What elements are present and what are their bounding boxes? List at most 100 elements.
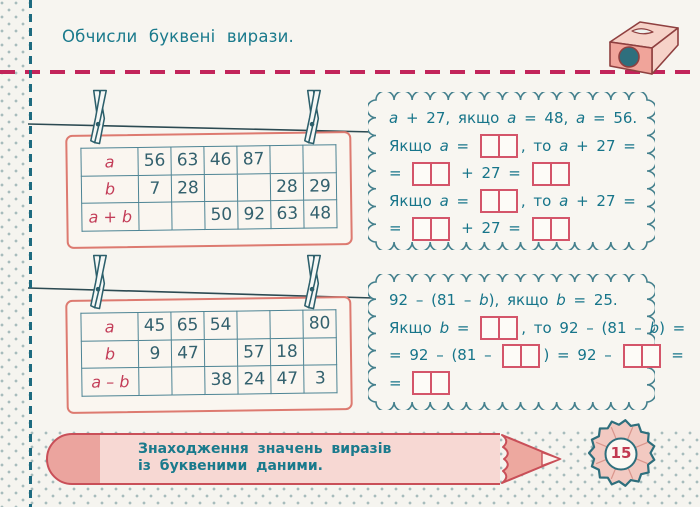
value-cell: 9 bbox=[138, 339, 172, 368]
value-cell: 28 bbox=[270, 172, 304, 201]
answer-box[interactable] bbox=[480, 316, 519, 340]
value-cell: 63 bbox=[170, 146, 205, 175]
row-label: b bbox=[81, 174, 139, 204]
footer-line-1: Знаходження значень виразів bbox=[138, 441, 392, 457]
dashed-vertical-rule bbox=[29, 0, 32, 507]
clothespin-icon bbox=[90, 89, 108, 145]
expression-text: = bbox=[448, 191, 477, 210]
math-variable: b bbox=[439, 318, 450, 337]
expression-text: , то bbox=[520, 191, 560, 210]
empty-fill-cell[interactable] bbox=[269, 310, 304, 339]
exercise-line: 92 – (81 – b), якщо b = 25. bbox=[389, 287, 641, 315]
exercise-line: Якщо a = , то a + 27 = bbox=[389, 133, 641, 161]
pencil-banner: Знаходження значень виразів із буквеними… bbox=[46, 433, 562, 485]
expression-text: Якщо bbox=[389, 191, 440, 210]
empty-fill-cell[interactable] bbox=[138, 202, 173, 230]
math-variable: a bbox=[507, 109, 517, 127]
value-cell: 54 bbox=[203, 311, 238, 340]
value-cell: 46 bbox=[203, 146, 238, 175]
value-cell: 28 bbox=[171, 174, 205, 203]
value-cell: 45 bbox=[137, 312, 172, 340]
answer-box[interactable] bbox=[412, 161, 451, 186]
value-cell: 57 bbox=[237, 338, 271, 367]
expression-text: = 56. bbox=[585, 109, 638, 127]
empty-fill-cell[interactable] bbox=[204, 338, 238, 367]
math-variable: a bbox=[559, 136, 569, 155]
row-label: b bbox=[81, 339, 139, 369]
expression-text: ) = 92 – bbox=[543, 346, 620, 364]
clothespin-icon bbox=[90, 254, 108, 310]
empty-fill-cell[interactable] bbox=[269, 145, 304, 174]
math-variable: b bbox=[479, 291, 489, 309]
pencil-sharpener-icon bbox=[609, 21, 679, 75]
value-cell: 47 bbox=[270, 365, 305, 394]
math-variable: a bbox=[439, 136, 449, 155]
math-variable: b bbox=[649, 318, 660, 337]
math-variable: a bbox=[439, 191, 449, 210]
answer-box[interactable] bbox=[502, 343, 541, 368]
exercise-line: = bbox=[389, 370, 641, 398]
math-variable: a bbox=[559, 191, 569, 210]
empty-fill-cell[interactable] bbox=[302, 144, 337, 173]
scalloped-border bbox=[368, 92, 655, 250]
exercise-line: = 92 – (81 – ) = 92 – = bbox=[389, 342, 684, 370]
dashed-separator-line bbox=[0, 70, 700, 74]
empty-fill-cell[interactable] bbox=[237, 173, 271, 202]
value-cell: 18 bbox=[270, 337, 304, 366]
answer-box[interactable] bbox=[531, 161, 570, 186]
expression-text: Якщо bbox=[389, 318, 440, 337]
answer-box[interactable] bbox=[479, 189, 518, 213]
footer-line-2: із буквеними даними. bbox=[138, 458, 323, 474]
math-variable: a bbox=[389, 109, 399, 127]
answer-box[interactable] bbox=[412, 371, 451, 395]
empty-fill-cell[interactable] bbox=[171, 201, 206, 230]
exercise-line: a + 27, якщо a = 48, a = 56. bbox=[389, 105, 641, 133]
empty-fill-cell[interactable] bbox=[236, 310, 271, 339]
exercise-line: = + 27 = bbox=[389, 160, 641, 188]
dotted-margin-left bbox=[0, 0, 30, 507]
expression-text: = bbox=[663, 346, 684, 364]
expression-text: + 27, якщо bbox=[398, 109, 508, 127]
answer-box[interactable] bbox=[531, 216, 570, 241]
answer-box[interactable] bbox=[622, 343, 661, 368]
empty-fill-cell[interactable] bbox=[204, 173, 238, 202]
expression-text: = bbox=[389, 219, 410, 237]
empty-fill-cell[interactable] bbox=[138, 367, 173, 395]
empty-fill-cell[interactable] bbox=[171, 366, 206, 395]
page-number-badge: 15 bbox=[587, 418, 660, 490]
expression-text: , то bbox=[520, 136, 560, 155]
expression-text: 92 – (81 – bbox=[389, 291, 480, 309]
expression-text: + 27 = bbox=[568, 136, 636, 155]
value-cell: 80 bbox=[302, 309, 337, 338]
exercise-box-subtraction: 92 – (81 – b), якщо b = 25.Якщо b = , то… bbox=[368, 274, 685, 410]
page-number: 15 bbox=[610, 444, 632, 462]
expression-text: = bbox=[389, 164, 410, 182]
answer-box[interactable] bbox=[412, 216, 451, 241]
answer-box[interactable] bbox=[479, 134, 518, 158]
pencil-eraser bbox=[46, 433, 102, 485]
expression-text: = 48, bbox=[516, 109, 577, 127]
row-label: a – b bbox=[81, 367, 140, 396]
exercise-content: a + 27, якщо a = 48, a = 56.Якщо a = , т… bbox=[389, 105, 641, 243]
value-cell: 47 bbox=[171, 339, 205, 368]
math-variable: b bbox=[556, 291, 566, 309]
value-cell: 87 bbox=[236, 145, 271, 174]
empty-fill-cell[interactable] bbox=[303, 337, 337, 366]
row-label: a bbox=[80, 312, 139, 341]
value-cell: 38 bbox=[204, 366, 239, 395]
expression-text: = bbox=[448, 136, 477, 155]
value-cell: 24 bbox=[237, 365, 272, 394]
expression-text: = 25. bbox=[565, 291, 618, 309]
